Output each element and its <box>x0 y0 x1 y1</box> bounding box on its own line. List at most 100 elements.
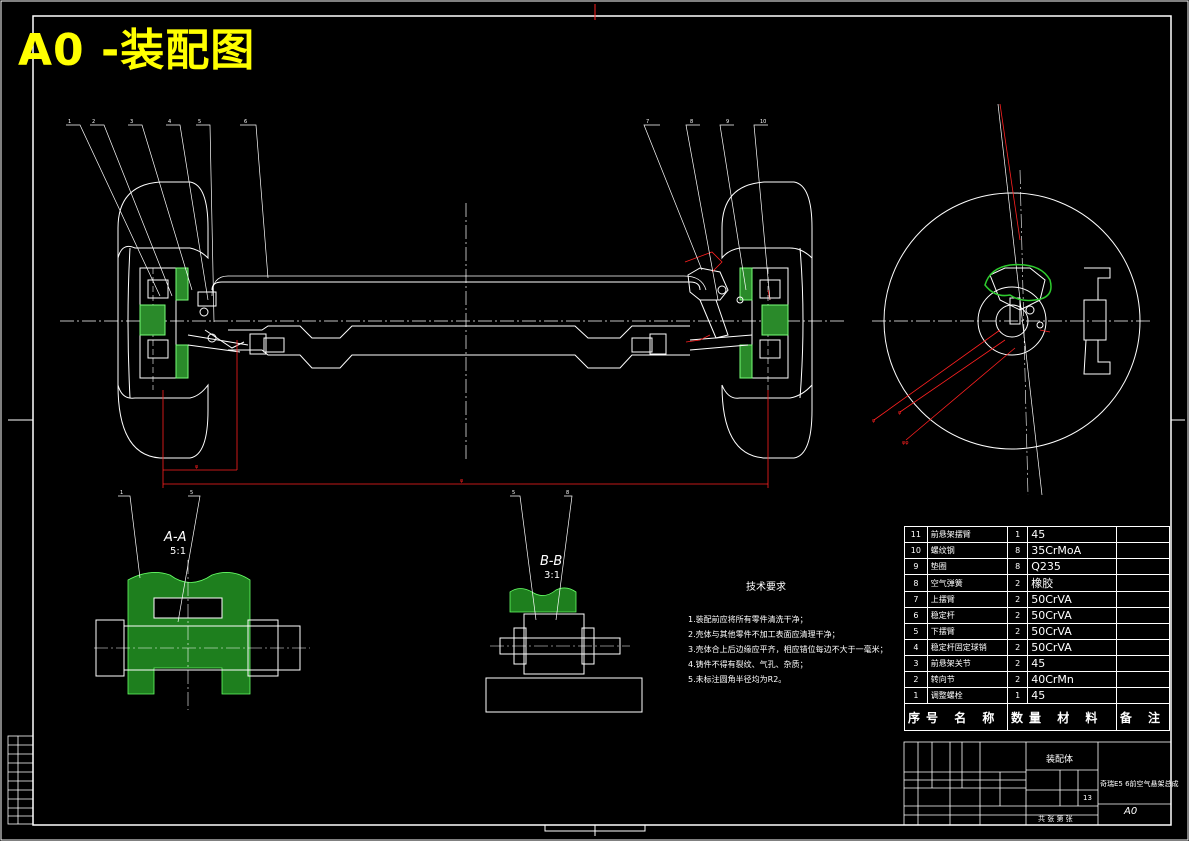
svg-text:3: 3 <box>130 119 133 125</box>
bom-cell-name: 稳定杆固定球销 <box>926 639 1009 656</box>
tech-req-item: 4.铸件不得有裂纹、气孔、杂质； <box>688 660 808 669</box>
svg-text:5: 5 <box>190 490 193 496</box>
bom-cell-name: 前悬架摆臂 <box>926 526 1009 543</box>
bom-cell-no: 9 <box>904 558 928 575</box>
section-b-label: B-B <box>540 554 563 569</box>
tech-req-heading: 技术要求 <box>746 582 786 593</box>
bom-cell-name: 上摆臂 <box>926 591 1009 608</box>
svg-text:1: 1 <box>120 490 123 496</box>
bom-cell-no: 4 <box>904 639 928 656</box>
bom-cell-name: 下摆臂 <box>926 623 1009 640</box>
svg-text:7: 7 <box>646 119 649 125</box>
tech-req-item: 1.装配前应将所有零件清洗干净； <box>688 615 808 624</box>
bom-cell-qty: 2 <box>1007 574 1029 592</box>
bom-cell-note <box>1115 655 1171 672</box>
svg-text:φ: φ <box>195 464 199 470</box>
bom-cell-note <box>1115 526 1171 543</box>
bom-cell-note <box>1115 639 1171 656</box>
bom-cell-note <box>1115 542 1171 559</box>
side-view-wheel <box>872 103 1150 496</box>
svg-text:5: 5 <box>198 119 201 125</box>
bom-cell-no: 10 <box>904 542 928 559</box>
bom-cell-no: 2 <box>904 671 928 688</box>
bom-cell-material: 45 <box>1027 687 1117 704</box>
bom-cell-no: 8 <box>904 574 928 592</box>
svg-text:1: 1 <box>68 119 71 125</box>
svg-text:9: 9 <box>726 119 729 125</box>
dimension-lines <box>162 251 771 488</box>
bom-cell-no: 7 <box>904 591 928 608</box>
section-b-b <box>485 495 643 713</box>
bom-cell-qty: 2 <box>1007 623 1029 640</box>
bom-cell-material: 50CrVA <box>1027 623 1117 640</box>
svg-text:4: 4 <box>168 119 171 125</box>
tech-req-item: 3.壳体合上后边缘应平齐，相应错位每边不大于一毫米； <box>688 645 888 654</box>
leader-lines <box>66 124 771 323</box>
section-b-scale: 3:1 <box>544 570 561 581</box>
bom-cell-material: 45 <box>1027 526 1117 543</box>
bom-cell-qty: 2 <box>1007 655 1029 672</box>
bom-cell-qty: 1 <box>1007 526 1029 543</box>
tech-req-item: 2.壳体与其他零件不加工表面应清理干净； <box>688 630 840 639</box>
bom-cell-no: 3 <box>904 655 928 672</box>
bom-cell-material: Q235 <box>1027 558 1117 575</box>
bom-cell-name: 前悬架关节 <box>926 655 1009 672</box>
tb-scale-value: 13 <box>1083 794 1092 802</box>
bom-cell-qty: 1 <box>1007 687 1029 704</box>
bom-cell-name: 调整螺栓 <box>926 687 1009 704</box>
bom-cell-no: 11 <box>904 526 928 543</box>
bom-cell-note <box>1115 558 1171 575</box>
binding-column <box>7 735 34 825</box>
title-block <box>903 741 1172 826</box>
bom-header-name: 名 称 <box>954 710 1001 725</box>
bom-cell-note <box>1115 671 1171 688</box>
bom-header-no-name: 序号 名 称 <box>903 703 1009 731</box>
bom-header-qty-mat: 数量 材 料 <box>1007 703 1117 731</box>
bom-cell-qty: 2 <box>1007 591 1029 608</box>
bom-cell-material: 50CrVA <box>1027 639 1117 656</box>
bom-cell-note <box>1115 591 1171 608</box>
bom-cell-qty: 8 <box>1007 558 1029 575</box>
bom-cell-name: 稳定杆 <box>926 607 1009 624</box>
svg-text:φ: φ <box>898 410 902 416</box>
svg-text:8: 8 <box>566 490 569 496</box>
bom-cell-note <box>1115 607 1171 624</box>
svg-text:8: 8 <box>690 119 693 125</box>
bom-cell-qty: 2 <box>1007 607 1029 624</box>
bom-cell-qty: 2 <box>1007 639 1029 656</box>
bom-cell-material: 50CrVA <box>1027 607 1117 624</box>
svg-text:φ: φ <box>460 478 464 484</box>
section-a-scale: 5:1 <box>170 546 187 557</box>
tb-project-name: 奇瑞E5 6前空气悬架总成 <box>1100 780 1179 788</box>
tb-sheet-info: 共 张 第 张 <box>1038 815 1073 823</box>
bom-cell-name: 垫圈 <box>926 558 1009 575</box>
svg-text:φ: φ <box>872 418 876 424</box>
svg-text:10: 10 <box>760 119 766 125</box>
tb-sheet-size: A0 <box>1124 806 1138 817</box>
bom-cell-no: 5 <box>904 623 928 640</box>
front-view-axle <box>60 181 845 460</box>
bom-header-note: 备 注 <box>1115 703 1171 731</box>
bom-cell-no: 6 <box>904 607 928 624</box>
bom-cell-note <box>1115 574 1171 592</box>
svg-text:6: 6 <box>244 119 247 125</box>
bom-cell-name: 螺纹钢 <box>926 542 1009 559</box>
bom-cell-qty: 8 <box>1007 542 1029 559</box>
drawing-title: A0 -装配图 <box>18 25 256 76</box>
bom-cell-material: 50CrVA <box>1027 591 1117 608</box>
